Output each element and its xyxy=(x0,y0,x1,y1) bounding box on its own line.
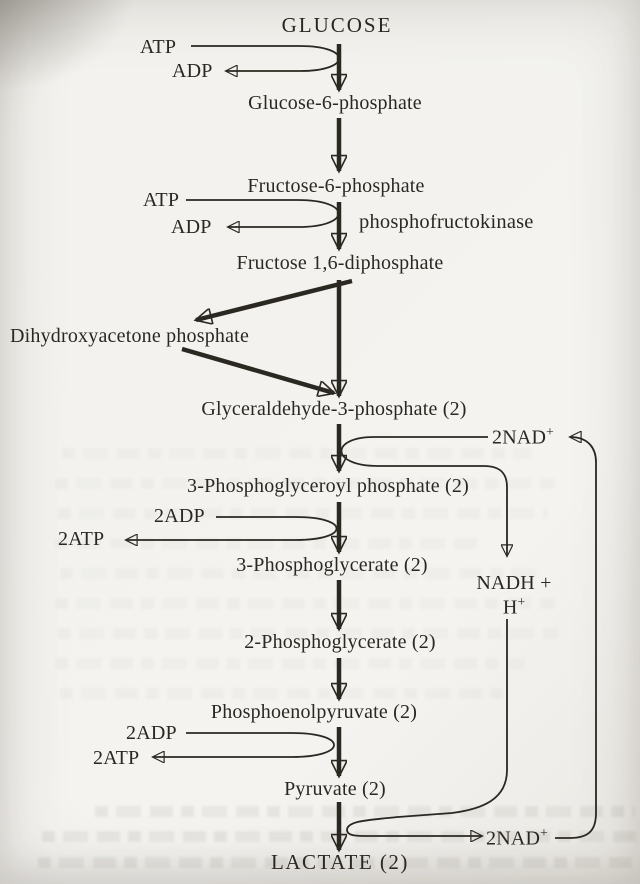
metabolite-fructose-16-diphosphate: Fructose 1,6-diphosphate xyxy=(236,252,444,274)
atp-adp-loop-pfk xyxy=(186,199,340,227)
nadh-to-lactate-step xyxy=(346,619,508,836)
nad-feed-to-nadh xyxy=(340,436,507,556)
metabolite-2-phosphoglycerate: 2-Phosphoglycerate (2) xyxy=(244,631,436,653)
nad-recycle-loop xyxy=(555,437,597,839)
metabolite-dihydroxyacetone-phosphate: Dihydroxyacetone phosphate xyxy=(10,325,250,347)
metabolite-lactate: LACTATE (2) xyxy=(271,850,409,874)
metabolite-glyceraldehyde-3-phosphate: Glyceraldehyde-3-phosphate (2) xyxy=(201,398,467,420)
cofactor-atp-1: ATP xyxy=(140,36,177,58)
adp-atp-loop-pgk xyxy=(126,516,338,540)
cofactor-adp-1: ADP xyxy=(172,60,213,82)
arrow-f16dp-to-dhap xyxy=(196,278,353,320)
metabolite-glucose: GLUCOSE xyxy=(281,13,393,37)
metabolite-glucose-6-phosphate: Glucose-6-phosphate xyxy=(248,92,422,114)
cofactor-atp-2: ATP xyxy=(143,189,180,211)
cofactor-nadh: NADH + H+ xyxy=(476,572,552,620)
adp-atp-loop-pk xyxy=(153,732,335,757)
cofactor-adp-2: ADP xyxy=(171,216,212,238)
cofactor-2adp-1: 2ADP xyxy=(154,505,205,527)
metabolite-3-phosphoglycerate: 3-Phosphoglycerate (2) xyxy=(236,554,428,576)
metabolite-pyruvate: Pyruvate (2) xyxy=(284,778,386,800)
metabolite-phosphoenolpyruvate: Phosphoenolpyruvate (2) xyxy=(210,701,418,723)
cofactor-2atp-2: 2ATP xyxy=(93,747,140,769)
arrow-dhap-to-g3p xyxy=(181,346,334,393)
cofactor-2nad-bottom: 2NAD+ xyxy=(486,825,548,850)
atp-adp-loop-hexokinase xyxy=(191,45,340,71)
metabolite-3-phosphoglyceroyl-phosphate: 3-Phosphoglyceroyl phosphate (2) xyxy=(187,475,469,497)
metabolite-fructose-6-phosphate: Fructose-6-phosphate xyxy=(247,175,425,197)
cofactor-2nad-top: 2NAD+ xyxy=(492,424,554,449)
cofactor-2adp-2: 2ADP xyxy=(126,722,177,744)
cofactor-2atp-1: 2ATP xyxy=(58,528,105,550)
enzyme-phosphofructokinase: phosphofructokinase xyxy=(359,211,534,233)
